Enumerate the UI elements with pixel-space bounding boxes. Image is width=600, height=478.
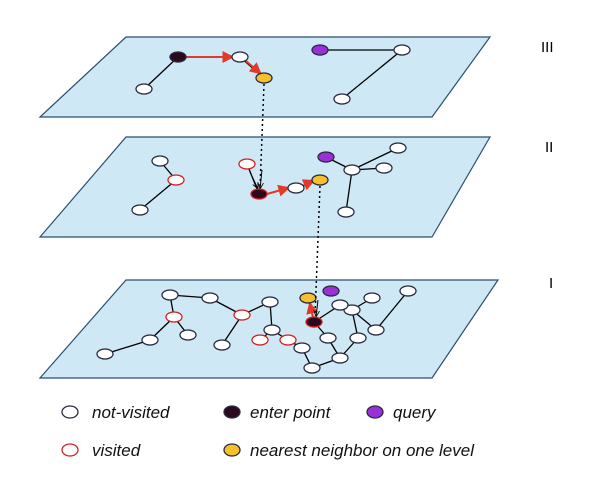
graph-node xyxy=(319,332,337,344)
legend-label-visited: visited xyxy=(92,441,141,460)
legend-label-enter: enter point xyxy=(250,403,332,422)
graph-node xyxy=(331,299,349,311)
graph-node xyxy=(363,292,381,304)
graph-node xyxy=(135,83,153,95)
graph-node xyxy=(201,292,219,304)
search-arrow xyxy=(245,60,262,75)
search-arrow xyxy=(301,179,316,191)
graph-node xyxy=(287,182,305,194)
descend-connector xyxy=(259,83,265,189)
legend: not-visited enter point query visited ne… xyxy=(61,403,475,460)
graph-node xyxy=(333,93,351,105)
graph-node xyxy=(213,339,231,351)
legend-item-not-visited: not-visited xyxy=(61,403,170,422)
graph-node xyxy=(96,348,114,360)
graph-node xyxy=(393,44,411,56)
node-nearest-icon xyxy=(223,443,241,457)
layer-connectors xyxy=(259,83,321,317)
graph-node xyxy=(399,285,417,297)
layer-label-3: III xyxy=(541,39,554,56)
visited-node xyxy=(165,311,183,323)
graph-node xyxy=(141,334,159,346)
graph-node xyxy=(131,204,149,216)
layer-label-2: II xyxy=(545,139,553,156)
graph-node xyxy=(375,162,393,174)
search-arrow xyxy=(266,184,291,197)
layer-2 xyxy=(38,136,492,238)
graph-node xyxy=(179,329,197,341)
visited-node xyxy=(238,158,256,170)
enter-point-node xyxy=(305,316,323,328)
graph-node xyxy=(293,342,311,354)
graph-node xyxy=(337,206,355,218)
neighbor-check-arrow xyxy=(316,299,318,317)
descend-connector xyxy=(314,185,321,317)
search-arrow xyxy=(306,301,319,318)
legend-item-nearest: nearest neighbor on one level xyxy=(223,441,475,460)
legend-item-enter: enter point xyxy=(223,403,332,422)
graph-node xyxy=(349,332,367,344)
legend-label-not-visited: not-visited xyxy=(92,403,170,422)
legend-item-visited: visited xyxy=(61,441,141,460)
layer-2-plane xyxy=(38,136,492,238)
legend-item-query: query xyxy=(366,403,437,422)
graph-node xyxy=(231,51,249,63)
graph-node xyxy=(161,289,179,301)
enter-point-node xyxy=(250,188,268,200)
layer-3-nodes xyxy=(135,44,411,105)
query-node xyxy=(317,151,335,163)
visited-node xyxy=(167,174,185,186)
graph-node xyxy=(367,324,385,336)
graph-node xyxy=(263,324,281,336)
node-visited-icon xyxy=(61,443,79,457)
node-not-visited-icon xyxy=(61,405,79,419)
layer-1-nodes xyxy=(96,285,417,374)
nearest-neighbor-node xyxy=(255,72,273,84)
node-enter-point-icon xyxy=(223,405,241,419)
query-node xyxy=(311,44,329,56)
enter-point-node xyxy=(169,51,187,63)
legend-label-nearest: nearest neighbor on one level xyxy=(250,441,475,460)
nearest-neighbor-node xyxy=(299,292,317,304)
graph-node xyxy=(151,155,169,167)
graph-node xyxy=(343,164,361,176)
neighbor-check-arrow xyxy=(249,171,259,189)
layer-1-arrows xyxy=(306,299,319,318)
node-query-icon xyxy=(366,405,384,419)
graph-node xyxy=(303,362,321,374)
layer-3-arrows xyxy=(186,51,262,75)
graph-node xyxy=(261,296,279,308)
visited-node xyxy=(279,334,297,346)
visited-node xyxy=(233,309,251,321)
layer-2-nodes xyxy=(131,142,407,218)
graph-node xyxy=(389,142,407,154)
nearest-neighbor-node xyxy=(311,174,329,186)
query-node xyxy=(322,285,340,297)
layer-1 xyxy=(38,279,500,379)
visited-node xyxy=(251,334,269,346)
graph-node xyxy=(331,352,349,364)
legend-label-query: query xyxy=(393,403,437,422)
layer-label-1: I xyxy=(549,275,553,292)
layer-3 xyxy=(38,36,492,118)
